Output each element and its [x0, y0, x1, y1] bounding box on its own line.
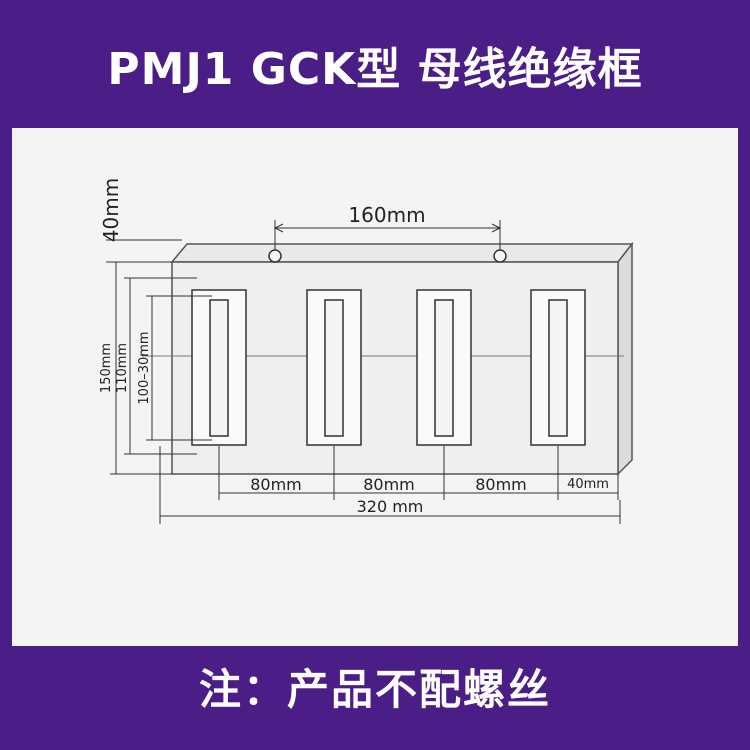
busbar-frame-diagram: 160mm 40mm 150mm 110mm 100–30mm	[99, 178, 634, 524]
dim-height-total	[110, 261, 172, 475]
dim-label-40-vertical: 40mm	[99, 178, 123, 242]
footer-note: 注：产品不配螺丝	[198, 665, 551, 714]
busbar-slot	[530, 289, 586, 446]
dim-label-150: 150mm	[99, 343, 114, 393]
dim-label-slot: 100–30mm	[137, 331, 152, 404]
dim-top-spacing	[273, 220, 502, 250]
dim-label-edge: 40mm	[567, 477, 609, 492]
diagram-panel: 160mm 40mm 150mm 110mm 100–30mm	[12, 128, 738, 646]
mounting-hole-right	[493, 249, 507, 263]
page-title: PMJ1 GCK型 母线绝缘框	[107, 44, 643, 95]
busbar-slot	[191, 289, 247, 446]
dim-label-160: 160mm	[348, 203, 425, 227]
dim-left-offset	[106, 239, 182, 263]
dim-label-total-width: 320 mm	[357, 497, 424, 516]
busbar-slot	[306, 289, 362, 446]
dim-pitch-extensions	[159, 446, 621, 524]
busbar-slot	[416, 289, 472, 446]
dim-slot-range	[146, 295, 212, 441]
mounting-hole-left	[268, 249, 282, 263]
dim-label-pitch-2: 80mm	[363, 475, 415, 494]
dim-label-pitch-1: 80mm	[250, 475, 302, 494]
dim-label-pitch-3: 80mm	[475, 475, 527, 494]
dim-label-110: 110mm	[115, 343, 130, 393]
